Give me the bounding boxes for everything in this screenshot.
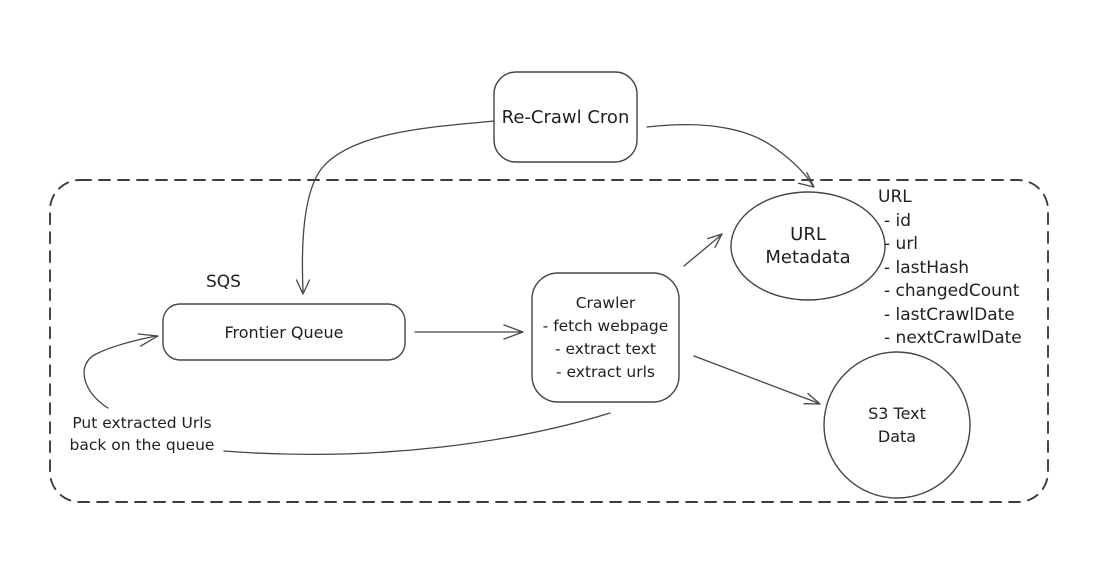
url-schema-field: - lastCrawlDate xyxy=(884,304,1015,325)
crawler-label-block: Crawler - fetch webpage - extract text -… xyxy=(532,273,679,402)
arrow-cron-to-frontier-queue xyxy=(295,120,495,295)
arrow-cron-to-url-metadata xyxy=(646,124,815,188)
crawler-item: - extract text xyxy=(554,339,657,358)
url-schema-field: - nextCrawlDate xyxy=(884,328,1022,348)
s3-text-data-label: S3 Text Data xyxy=(824,352,970,498)
s3-label-line1: S3 Text xyxy=(868,404,926,423)
recrawl-cron-box xyxy=(493,71,638,163)
url-metadata-label: URL Metadata xyxy=(731,192,885,300)
crawler-item: - extract urls xyxy=(555,362,655,381)
note-line1: Put extracted Urls xyxy=(72,414,212,432)
crawler-box xyxy=(531,272,680,403)
arrow-crawler-to-s3 xyxy=(693,355,821,405)
crawler-title: Crawler xyxy=(575,293,636,312)
sqs-label: SQS xyxy=(206,272,241,292)
crawler-item: - fetch webpage xyxy=(542,316,669,335)
s3-label-line2: Data xyxy=(877,427,917,446)
url-schema-field: - changedCount xyxy=(884,281,1020,301)
url-metadata-line1: URL xyxy=(790,224,826,245)
recrawl-cron-label: Re-Crawl Cron xyxy=(501,106,630,128)
connector-crawler-to-note xyxy=(223,412,611,455)
url-schema-field: - url xyxy=(884,234,919,254)
url-schema-list: URL - id - url - lastHash - changedCount… xyxy=(878,186,1022,351)
note-line2: back on the queue xyxy=(69,436,215,454)
s3-text-data-circle xyxy=(823,351,971,499)
arrow-note-to-frontier-queue xyxy=(83,333,159,409)
frontier-queue-box xyxy=(162,303,406,361)
url-metadata-ellipse xyxy=(730,191,886,301)
url-schema-title: URL xyxy=(878,187,912,207)
arrow-queue-to-crawler xyxy=(414,324,524,340)
frontier-queue-label: Frontier Queue xyxy=(224,322,344,342)
url-schema-field: - lastHash xyxy=(884,257,970,278)
note-put-extracted-urls: Put extracted Urls back on the queue xyxy=(58,412,226,456)
url-schema-field: - id xyxy=(884,210,912,231)
arrow-crawler-to-url-metadata xyxy=(683,233,723,267)
url-metadata-line2: Metadata xyxy=(765,247,851,268)
